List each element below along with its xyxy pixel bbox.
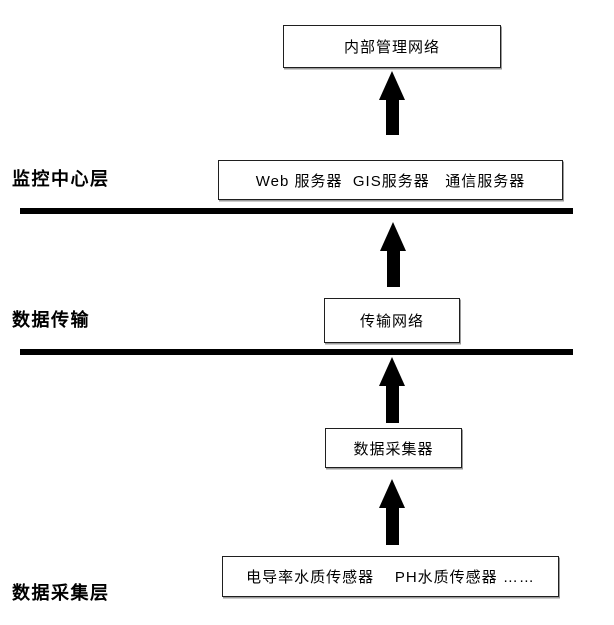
layer-divider-top (20, 208, 573, 214)
up-arrow-shaft (385, 100, 399, 135)
box-data-collector: 数据采集器 (325, 428, 462, 468)
layer-label-monitoring-center: 监控中心层 (12, 169, 110, 189)
box-internal-management-network: 内部管理网络 (283, 25, 501, 68)
up-arrow-head (379, 479, 405, 508)
up-arrow-icon (380, 222, 406, 287)
up-arrow-head (379, 357, 405, 386)
up-arrow-head (380, 222, 406, 251)
up-arrow-icon (379, 479, 405, 545)
up-arrow-head (379, 71, 405, 100)
up-arrow-icon (379, 357, 405, 423)
layer-label-data-collection: 数据采集层 (12, 583, 110, 603)
box-servers: Web 服务器 GIS服务器 通信服务器 (218, 160, 563, 200)
up-arrow-shaft (386, 251, 400, 287)
up-arrow-shaft (385, 508, 399, 545)
up-arrow-icon (379, 71, 405, 135)
up-arrow-shaft (385, 386, 399, 423)
box-transmission-network: 传输网络 (324, 298, 460, 343)
layer-label-data-transmission: 数据传输 (12, 310, 90, 330)
box-water-quality-sensors: 电导率水质传感器 PH水质传感器 …… (222, 556, 559, 597)
layer-divider-bottom (20, 349, 573, 355)
